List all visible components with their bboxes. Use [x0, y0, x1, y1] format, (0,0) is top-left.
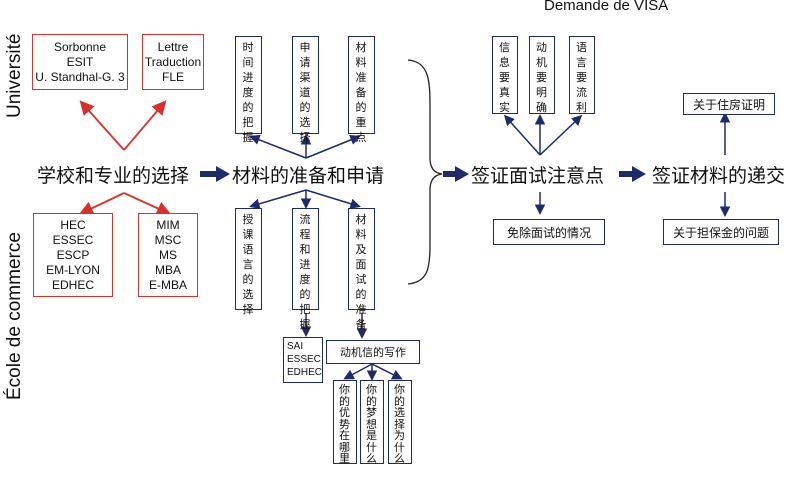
ecole-school-item: EDHEC: [51, 277, 94, 292]
arrow-red-up-right: [123, 100, 167, 151]
box-text: 免除面试的情况: [506, 225, 591, 240]
ecole-school-item: ESCP: [56, 247, 90, 262]
housing-proof-box: 关于住房证明: [683, 93, 775, 115]
arrow-thick-2-head: [455, 166, 469, 182]
arrow-red-down-left: [78, 192, 125, 215]
sai-list-item: EDHEC: [287, 367, 323, 378]
box-text: 授课语言的选择: [242, 213, 254, 316]
ecole-program-item: E-MBA: [148, 277, 187, 292]
diagram-title: Demande de VISA: [544, 0, 669, 14]
universite-schools-box: Sorbonne ESIT U. Standhal-G. 3: [32, 34, 128, 90]
materials-bottom-box-1: 授课语言的选择: [235, 208, 262, 316]
guarantee-deposit-box: 关于担保金的问题: [663, 219, 779, 245]
arrow-mat-down-1: [249, 189, 307, 209]
box-text: 你的选择为什么: [394, 383, 405, 465]
box-text: 关于担保金的问题: [672, 225, 769, 240]
interview-exemption-box: 免除面试的情况: [493, 219, 605, 245]
materials-bottom-box-3: 材料及面试的准备: [348, 208, 375, 331]
sai-list-box: SAI ESSEC EDHEC: [283, 337, 323, 383]
box-text: 流程和进度的把握: [299, 213, 311, 331]
sai-list-item: ESSEC: [287, 354, 321, 365]
box-text: 动机信的写作: [340, 346, 406, 359]
box-text: 你的梦想是什么: [366, 383, 377, 465]
universite-program-item: Lettre: [157, 39, 189, 54]
box-text: 你的优势在哪里: [339, 383, 350, 465]
box-text: 关于住房证明: [692, 97, 765, 112]
box-text: 材料及面试的准备: [355, 213, 367, 331]
interview-top-box-2: 动机要明确: [529, 36, 555, 114]
node-school-choice: 学校和专业的选择: [37, 165, 190, 187]
universite-programs-box: Lettre Traduction FLE: [142, 34, 204, 90]
interview-top-box-1: 信息要真实: [492, 36, 518, 114]
side-label-ecole: École de commerce: [4, 232, 25, 400]
arrow-letter-q3: [371, 363, 403, 380]
ecole-program-item: MS: [159, 247, 177, 262]
materials-top-box-3: 材料准备的重点: [348, 36, 375, 144]
ecole-school-item: ESSEC: [52, 232, 94, 247]
box-text: 材料准备的重点: [355, 41, 367, 144]
motivation-question-box-1: 你的优势在哪里: [333, 380, 357, 464]
box-text: 动机要明确: [536, 41, 547, 114]
universite-school-item: U. Standhal-G. 3: [35, 69, 125, 84]
universite-school-item: Sorbonne: [53, 39, 107, 54]
arrow-mat-up-3: [305, 134, 361, 159]
ecole-program-item: MBA: [154, 262, 181, 277]
node-submit: 签证材料的递交: [652, 165, 786, 187]
sai-list-item: SAI: [287, 341, 304, 352]
curly-brace: [407, 59, 443, 285]
ecole-schools-box: HEC ESSEC ESCP EM-LYON EDHEC: [33, 213, 113, 297]
motivation-question-box-3: 你的选择为什么: [388, 380, 412, 464]
arrow-red-up-left: [79, 100, 125, 151]
ecole-program-item: MIM: [156, 217, 180, 232]
box-text: 时间进度的把握: [242, 41, 254, 144]
box-text: 信息要真实: [499, 41, 510, 114]
box-text: 申请渠道的选择: [299, 41, 311, 144]
universite-school-item: ESIT: [66, 54, 94, 69]
ecole-program-item: MSC: [154, 232, 182, 247]
interview-top-box-3: 语言要流利: [569, 36, 595, 114]
node-materials: 材料的准备和申请: [232, 165, 385, 187]
universite-program-item: FLE: [161, 69, 184, 84]
ecole-programs-box: MIM MSC MS MBA E-MBA: [138, 213, 198, 297]
side-label-universite: Université: [4, 33, 25, 118]
universite-program-item: Traduction: [144, 54, 202, 69]
arrow-letter-q1: [343, 363, 373, 380]
materials-top-box-2: 申请渠道的选择: [292, 36, 319, 144]
arrow-thick-3-head: [632, 166, 646, 182]
box-text: 语言要流利: [576, 41, 587, 114]
ecole-school-item: EM-LYON: [46, 262, 100, 277]
motivation-letter-box: 动机信的写作: [326, 340, 420, 364]
arrow-mat-down-3: [305, 189, 361, 209]
arrow-int-up-1: [503, 114, 541, 156]
materials-bottom-box-2: 流程和进度的把握: [292, 208, 319, 331]
arrow-red-down-right: [123, 192, 172, 216]
arrow-thick-1-head: [216, 166, 230, 182]
arrow-int-up-3: [539, 114, 583, 156]
arrow-mat-up-1: [249, 134, 307, 159]
ecole-school-item: HEC: [60, 217, 86, 232]
node-interview: 签证面试注意点: [471, 165, 605, 187]
materials-top-box-1: 时间进度的把握: [235, 36, 262, 144]
motivation-question-box-2: 你的梦想是什么: [360, 380, 384, 464]
